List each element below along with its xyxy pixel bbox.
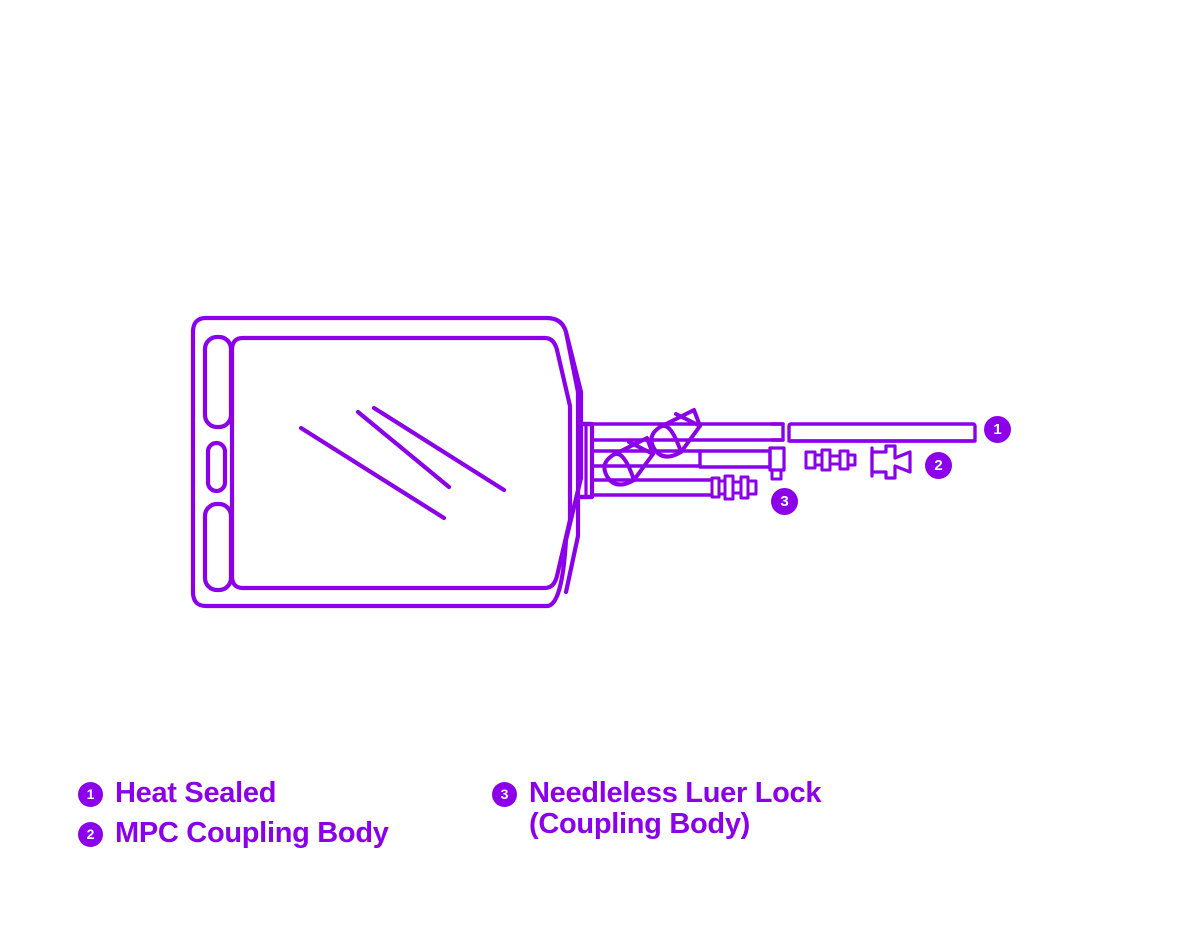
legend-badge-1: 1 — [78, 782, 103, 807]
legend-label-mpc-coupling-body: MPC Coupling Body — [115, 817, 389, 850]
legend-column-right: 3 Needleless Luer Lock (Coupling Body) — [492, 777, 822, 850]
legend-item-heat-sealed[interactable]: 1 Heat Sealed — [78, 777, 389, 809]
legend-badge-2: 2 — [78, 822, 103, 848]
legend-badge-3: 3 — [492, 782, 517, 807]
legend-item-needleless-luer-lock[interactable]: 3 Needleless Luer Lock (Coupling Body) — [492, 777, 822, 841]
callout-badge-3[interactable]: 3 — [771, 488, 798, 515]
pinch-clamp-middle — [602, 436, 655, 487]
highlight-line-1 — [298, 425, 447, 521]
highlight-line-2 — [355, 409, 452, 490]
legend-column-left: 1 Heat Sealed 2 MPC Coupling Body — [78, 777, 389, 859]
legend: 1 Heat Sealed 2 MPC Coupling Body 3 Need… — [78, 777, 1118, 898]
legend-item-mpc-coupling-body[interactable]: 2 MPC Coupling Body — [78, 817, 389, 850]
fluid-bag-inner-chamber — [229, 335, 573, 591]
highlight-line-3 — [371, 405, 507, 493]
hanging-slot-bottom — [202, 501, 234, 593]
heat-sealed-tube-end — [787, 422, 977, 443]
upper-tube — [590, 422, 785, 442]
callout-badge-1[interactable]: 1 — [984, 416, 1011, 443]
pinch-clamp-upper — [649, 408, 702, 459]
fluid-bag-outer-outline — [190, 315, 584, 609]
hanging-slot-middle — [205, 440, 228, 494]
mpc-coupling-body — [870, 444, 912, 480]
callout-badge-2[interactable]: 2 — [925, 452, 952, 479]
legend-label-needleless-luer-lock: Needleless Luer Lock (Coupling Body) — [529, 777, 822, 841]
legend-label-heat-sealed: Heat Sealed — [115, 777, 277, 809]
needleless-luer-lock — [804, 448, 857, 472]
hanging-slot-top — [202, 334, 234, 430]
middle-tube-connector — [768, 446, 786, 481]
lower-tube-luer-fitting — [710, 474, 758, 501]
